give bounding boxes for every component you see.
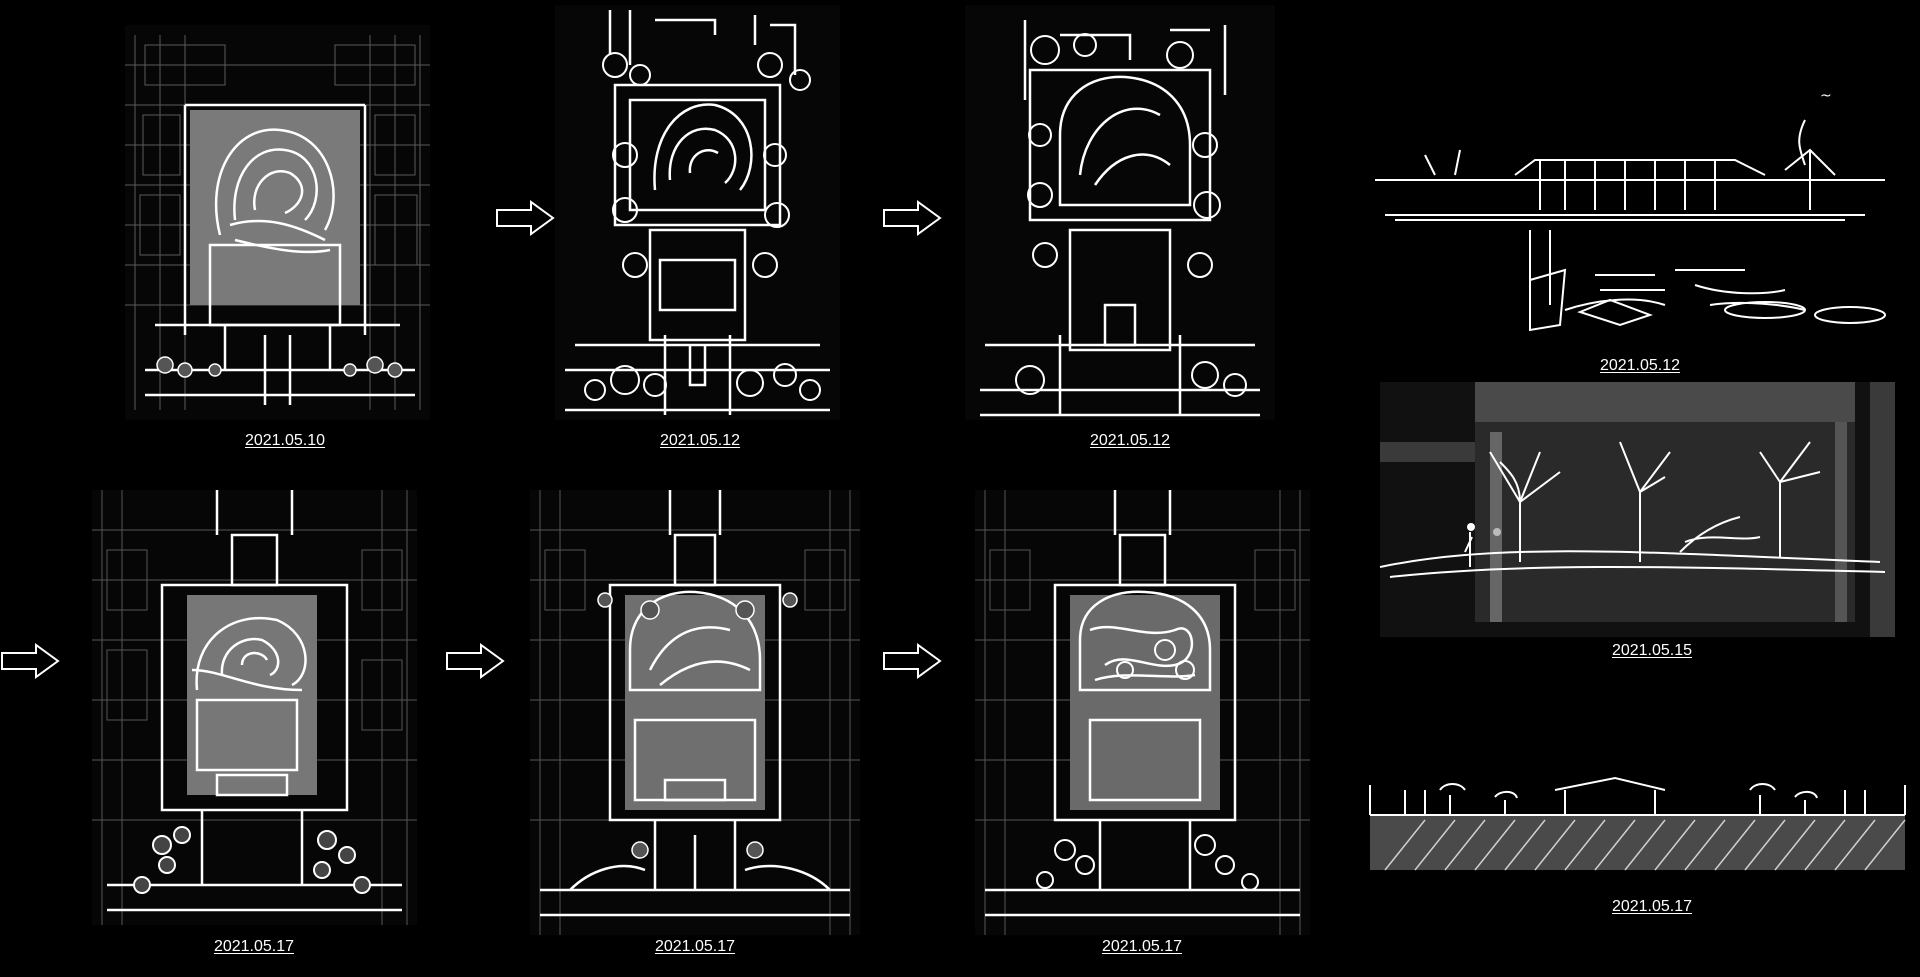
plan-sketch-3 bbox=[965, 5, 1275, 420]
elevation-section-3 bbox=[1365, 770, 1910, 875]
plan-date-6: 2021.05.17 bbox=[1101, 938, 1183, 955]
plan-sketch-2 bbox=[555, 5, 840, 420]
plan-date-4: 2021.05.17 bbox=[213, 938, 295, 955]
plan-sketch-6 bbox=[975, 490, 1310, 935]
elevation-date-2: 2021.05.15 bbox=[1611, 642, 1693, 659]
right-arrow-icon bbox=[882, 643, 942, 679]
elevation-sketch-1: ~ bbox=[1365, 80, 1890, 350]
plan-date-3: 2021.05.12 bbox=[1089, 432, 1171, 449]
elevation-date-1: 2021.05.12 bbox=[1599, 357, 1681, 374]
right-arrow-icon bbox=[882, 200, 942, 236]
svg-text:~: ~ bbox=[1820, 88, 1832, 104]
plan-sketch-4 bbox=[92, 490, 417, 925]
plan-date-1: 2021.05.10 bbox=[244, 432, 326, 449]
plan-date-2: 2021.05.12 bbox=[659, 432, 741, 449]
plan-sketch-5 bbox=[530, 490, 860, 935]
plan-date-5: 2021.05.17 bbox=[654, 938, 736, 955]
plan-sketch-1 bbox=[125, 25, 430, 420]
right-arrow-icon bbox=[0, 643, 60, 679]
elevation-collage-2 bbox=[1380, 382, 1895, 637]
right-arrow-icon bbox=[495, 200, 555, 236]
right-arrow-icon bbox=[445, 643, 505, 679]
elevation-date-3: 2021.05.17 bbox=[1611, 898, 1693, 915]
